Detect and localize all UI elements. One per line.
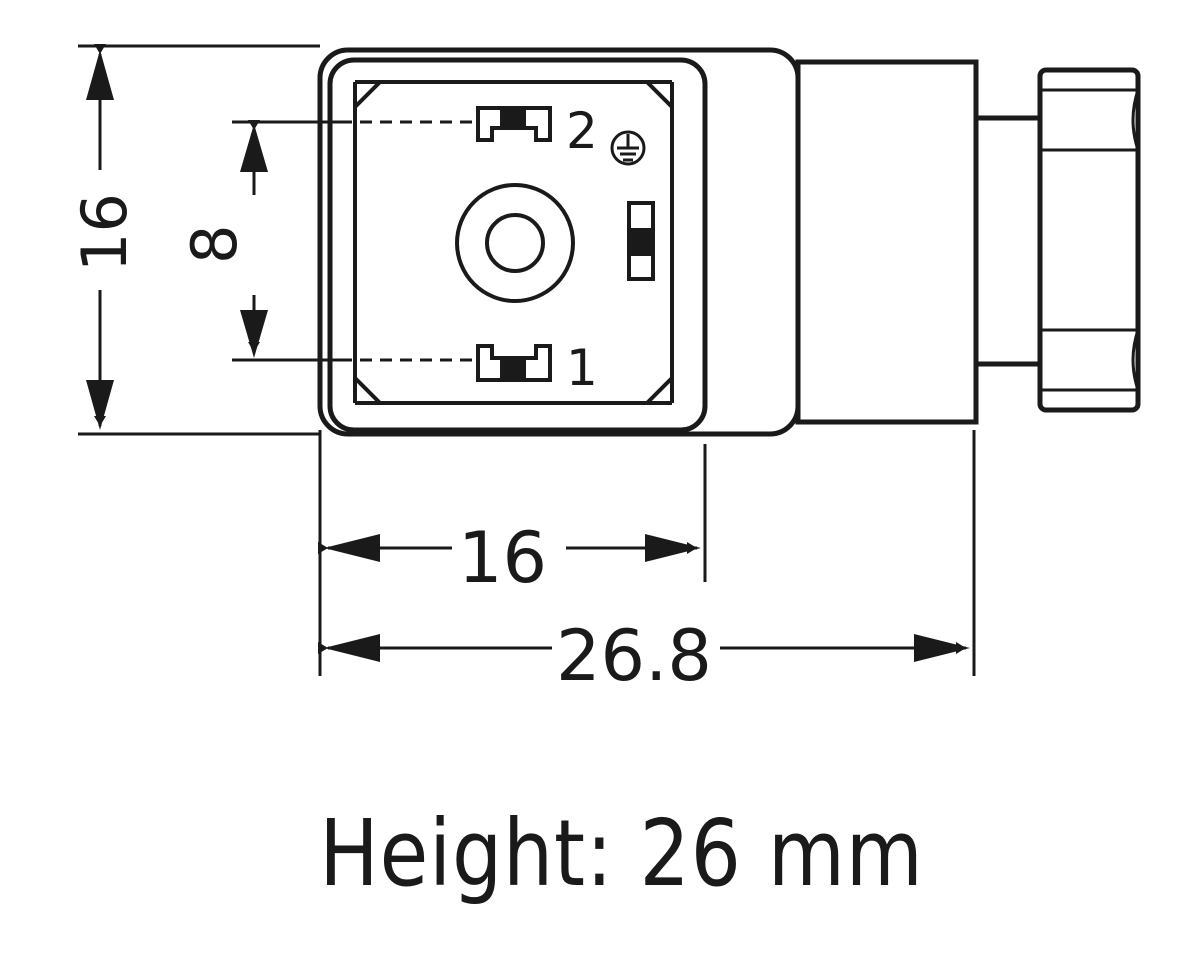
- center-contact: [455, 183, 575, 303]
- dim-pin-spacing-8: 8: [178, 225, 251, 264]
- front-face: [327, 57, 708, 433]
- dim-length-26-8: 26.8: [556, 615, 712, 697]
- pin-2-contact: [476, 106, 552, 142]
- pin-1-contact: [476, 344, 552, 382]
- contact-insert: [353, 80, 674, 405]
- housing-outline: [317, 47, 801, 437]
- pin-2-label: 2: [566, 102, 598, 160]
- gland-body: [795, 59, 979, 425]
- arrowheads: [86, 50, 970, 662]
- ground-contact: [627, 201, 655, 281]
- ground-icon: [610, 130, 646, 166]
- hex-nut: [1037, 67, 1141, 413]
- dim-width-16: 16: [458, 517, 547, 599]
- pin-1-label: 1: [566, 339, 598, 397]
- height-caption: Height: 26 mm: [319, 800, 924, 907]
- dim-height-16: 16: [68, 193, 141, 272]
- connector-body: [317, 47, 1141, 437]
